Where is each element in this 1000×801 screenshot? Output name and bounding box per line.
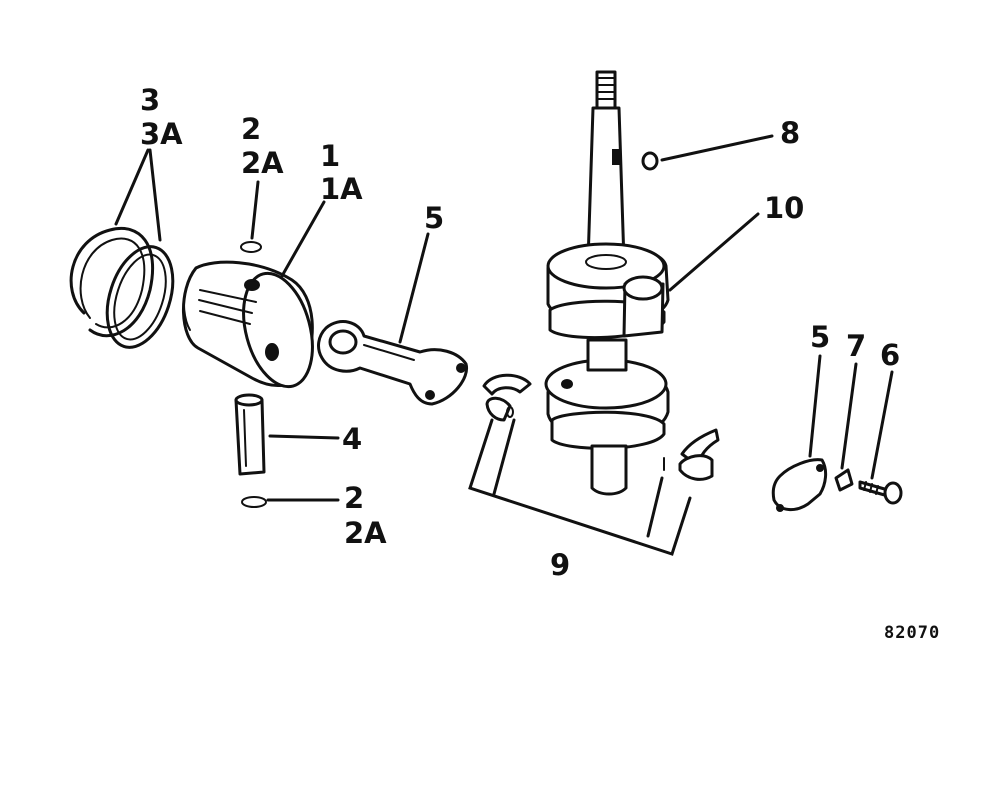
- callout-3: 3: [140, 83, 160, 117]
- piston: [182, 260, 314, 389]
- upper-retainer-clip: [240, 241, 262, 253]
- rod-screw: [858, 480, 903, 505]
- callout-2a-lower: 2A: [344, 516, 387, 550]
- callout-9: 9: [550, 548, 570, 582]
- lock-plate: [834, 468, 854, 492]
- callout-2-upper: 2: [241, 112, 261, 146]
- crankshaft: [544, 70, 670, 496]
- callout-10: 10: [764, 191, 804, 225]
- callout-2a-upper: 2A: [241, 146, 284, 180]
- callout-6: 6: [880, 338, 900, 372]
- callout-5-rod: 5: [424, 201, 444, 235]
- bearing-right: [663, 428, 720, 481]
- connecting-rod: [317, 320, 469, 406]
- lower-retainer-clip: [241, 496, 267, 508]
- callout-7: 7: [846, 329, 866, 363]
- callout-5-cap: 5: [810, 320, 830, 354]
- figure-number: 82070: [884, 623, 940, 643]
- wrist-pin: [234, 393, 266, 476]
- piston-rings: [69, 227, 175, 349]
- callout-4: 4: [342, 422, 362, 456]
- callout-8: 8: [780, 116, 800, 150]
- rod-cap: [771, 458, 828, 512]
- callout-1: 1: [320, 139, 340, 173]
- callout-1a: 1A: [320, 172, 363, 206]
- leader-lines: [114, 134, 894, 556]
- callout-3a: 3A: [140, 117, 183, 151]
- callout-2-lower: 2: [344, 481, 364, 515]
- bearing-left: [482, 373, 532, 422]
- woodruff-key: [641, 151, 659, 171]
- callout-labels: 3 3A 2 2A 1 1A 5 4 2 2A 8 10 5 7 6 9: [140, 83, 900, 582]
